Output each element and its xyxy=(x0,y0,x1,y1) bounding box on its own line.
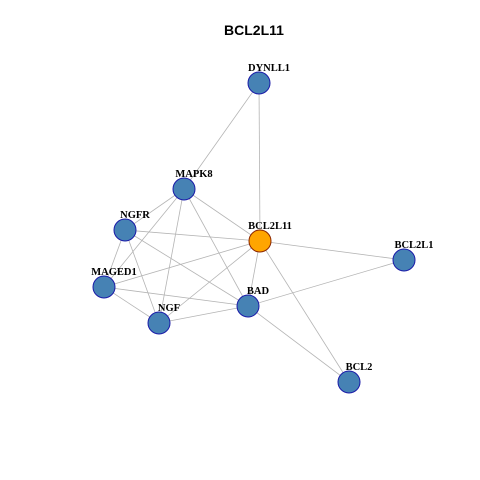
node-label-bcl2l1: BCL2L1 xyxy=(394,240,433,251)
edge-dynll1-mapk8 xyxy=(183,82,260,190)
node-dynll1[interactable] xyxy=(247,71,271,95)
nodes-layer xyxy=(92,71,416,394)
edge-bad-ngf xyxy=(158,305,249,324)
edge-bad-bcl2 xyxy=(247,305,350,383)
node-label-dynll1: DYNLL1 xyxy=(248,63,290,74)
node-label-ngfr: NGFR xyxy=(120,210,150,221)
node-maged1[interactable] xyxy=(92,275,116,299)
edge-bcl2l11-ngf xyxy=(158,240,261,324)
node-ngfr[interactable] xyxy=(113,218,137,242)
node-bcl2l1[interactable] xyxy=(392,248,416,272)
edge-mapk8-ngf xyxy=(158,188,185,324)
node-ngf[interactable] xyxy=(147,311,171,335)
node-label-bcl2: BCL2 xyxy=(346,362,373,373)
edge-bcl2l1-bad xyxy=(247,259,405,307)
edge-bcl2l11-bcl2l1 xyxy=(259,240,405,261)
edge-dynll1-bcl2l11 xyxy=(258,82,261,242)
edge-ngfr-bcl2l11 xyxy=(124,229,261,242)
edge-ngfr-bad xyxy=(124,229,249,307)
node-label-bcl2l11: BCL2L11 xyxy=(248,221,292,232)
node-bcl2[interactable] xyxy=(337,370,361,394)
edge-mapk8-bcl2l11 xyxy=(183,188,261,242)
edge-bcl2l11-maged1 xyxy=(103,240,261,288)
node-bcl2l11[interactable] xyxy=(248,229,272,253)
node-label-maged1: MAGED1 xyxy=(91,267,137,278)
edge-maged1-bad xyxy=(103,286,249,307)
node-mapk8[interactable] xyxy=(172,177,196,201)
edge-mapk8-bad xyxy=(183,188,249,307)
node-label-bad: BAD xyxy=(247,286,270,297)
edge-ngfr-ngf xyxy=(124,229,160,324)
node-label-ngf: NGF xyxy=(158,303,180,314)
edge-mapk8-ngfr xyxy=(124,188,185,231)
graph-title: BCL2L11 xyxy=(224,22,284,38)
node-bad[interactable] xyxy=(236,294,260,318)
edge-bcl2l11-bcl2 xyxy=(259,240,350,383)
node-label-mapk8: MAPK8 xyxy=(175,169,212,180)
edge-mapk8-maged1 xyxy=(103,188,185,288)
